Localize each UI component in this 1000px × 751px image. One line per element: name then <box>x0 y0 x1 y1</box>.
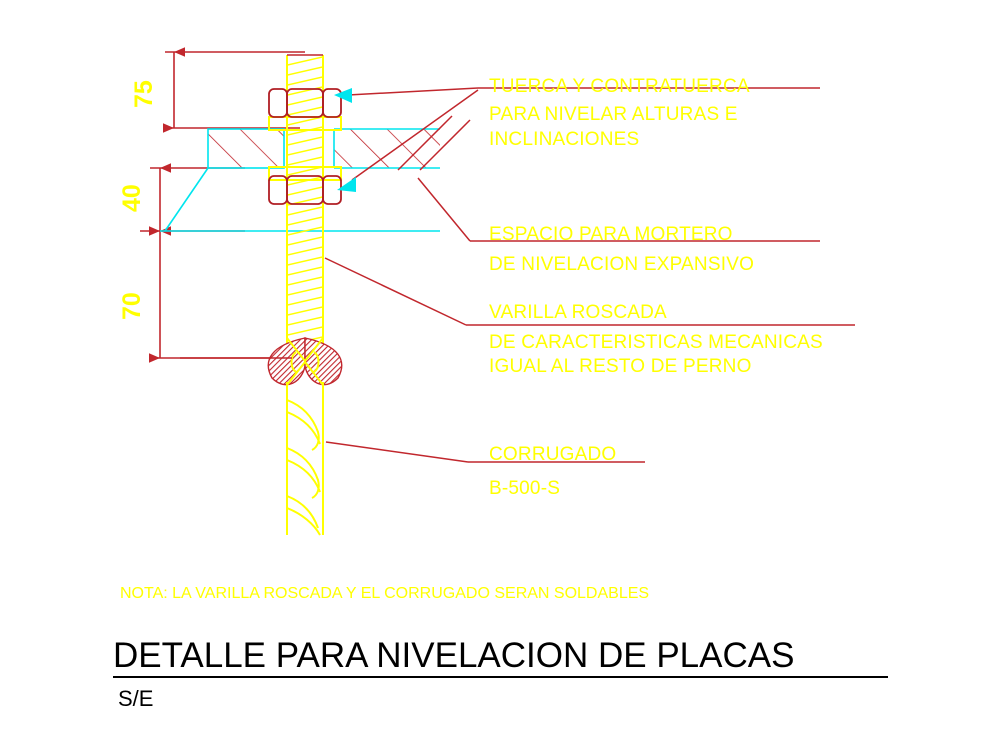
leader-line-contratuerca <box>351 89 479 181</box>
drawing-scale: S/E <box>118 686 153 711</box>
leader-line-mortero <box>417 177 471 242</box>
mortar-gap <box>160 167 440 232</box>
rebar-rib-3a <box>286 495 319 529</box>
varilla-roscada <box>286 54 324 360</box>
base-plate <box>207 115 471 171</box>
leader-line-varilla <box>324 257 467 326</box>
leader-line-tuerca-1 <box>347 87 479 96</box>
leader-corrugado <box>325 441 645 463</box>
nut-upper-right-face <box>322 88 342 118</box>
annotation-varilla-line-3: IGUAL AL RESTO DE PERNO <box>489 356 752 377</box>
arrow-head-contratuerca <box>337 177 356 192</box>
annotation-tuerca: TUERCA Y CONTRATUERCA PARA NIVELAR ALTUR… <box>489 76 750 150</box>
plate-extra-hatch <box>397 115 471 171</box>
plate-outline-left <box>207 128 285 169</box>
annotation-tuerca-line-2: PARA NIVELAR ALTURAS E <box>489 104 738 125</box>
weld-lens-right <box>304 337 343 386</box>
plate-hatch-left <box>208 129 284 168</box>
rebar-rib-1b <box>286 411 321 445</box>
leader-line-corrugado <box>325 441 469 463</box>
corrugado-rebar <box>286 382 324 536</box>
plate-hatch-right <box>334 129 440 168</box>
weld-lens-left <box>267 337 306 386</box>
arrow-head-tuerca <box>334 88 352 103</box>
rebar-rib-3b <box>286 507 321 536</box>
mortar-taper-line <box>164 167 209 232</box>
annotation-corrugado-line-1: CORRUGADO <box>489 444 616 465</box>
dimension-label-40: 40 <box>118 184 146 212</box>
leader-contratuerca <box>337 89 479 192</box>
dimension-lines <box>140 47 305 363</box>
leader-varilla <box>324 257 855 326</box>
annotation-mortero-line-1: ESPACIO PARA MORTERO <box>489 224 733 245</box>
nut-upper-left-face <box>268 88 288 118</box>
rod-thread-hatch <box>287 56 323 360</box>
leader-mortero <box>417 177 820 242</box>
annotation-mortero: ESPACIO PARA MORTERO DE NIVELACION EXPAN… <box>489 224 754 275</box>
weld-cone-outline <box>286 337 324 386</box>
annotation-corrugado-line-2: B-500-S <box>489 478 560 499</box>
annotation-corrugado: CORRUGADO B-500-S <box>489 444 616 499</box>
drawing-note: NOTA: LA VARILLA ROSCADA Y EL CORRUGADO … <box>120 585 649 602</box>
tuerca-superior <box>268 88 342 118</box>
rebar-rib-1a <box>286 399 320 451</box>
rebar-rib-2b <box>286 459 321 493</box>
annotation-mortero-line-2: DE NIVELACION EXPANSIVO <box>489 254 754 275</box>
dimension-label-70: 70 <box>118 292 146 320</box>
drawing-title: DETALLE PARA NIVELACION DE PLACAS <box>113 636 794 675</box>
rebar-rib-2a <box>286 447 320 499</box>
dimension-labels: 75 40 70 <box>118 80 158 320</box>
annotation-varilla-line-2: DE CARACTERISTICAS MECANICAS <box>489 332 823 353</box>
annotation-tuerca-line-3: INCLINACIONES <box>489 129 639 150</box>
dimension-label-75: 75 <box>130 80 158 108</box>
leader-tuerca <box>334 87 820 103</box>
washer-lower <box>268 166 342 181</box>
annotation-varilla: VARILLA ROSCADA DE CARACTERISTICAS MECAN… <box>489 302 823 377</box>
annotation-tuerca-line-1: TUERCA Y CONTRATUERCA <box>489 76 750 97</box>
soldadura-weld <box>180 337 343 386</box>
annotation-varilla-line-1: VARILLA ROSCADA <box>489 302 667 323</box>
